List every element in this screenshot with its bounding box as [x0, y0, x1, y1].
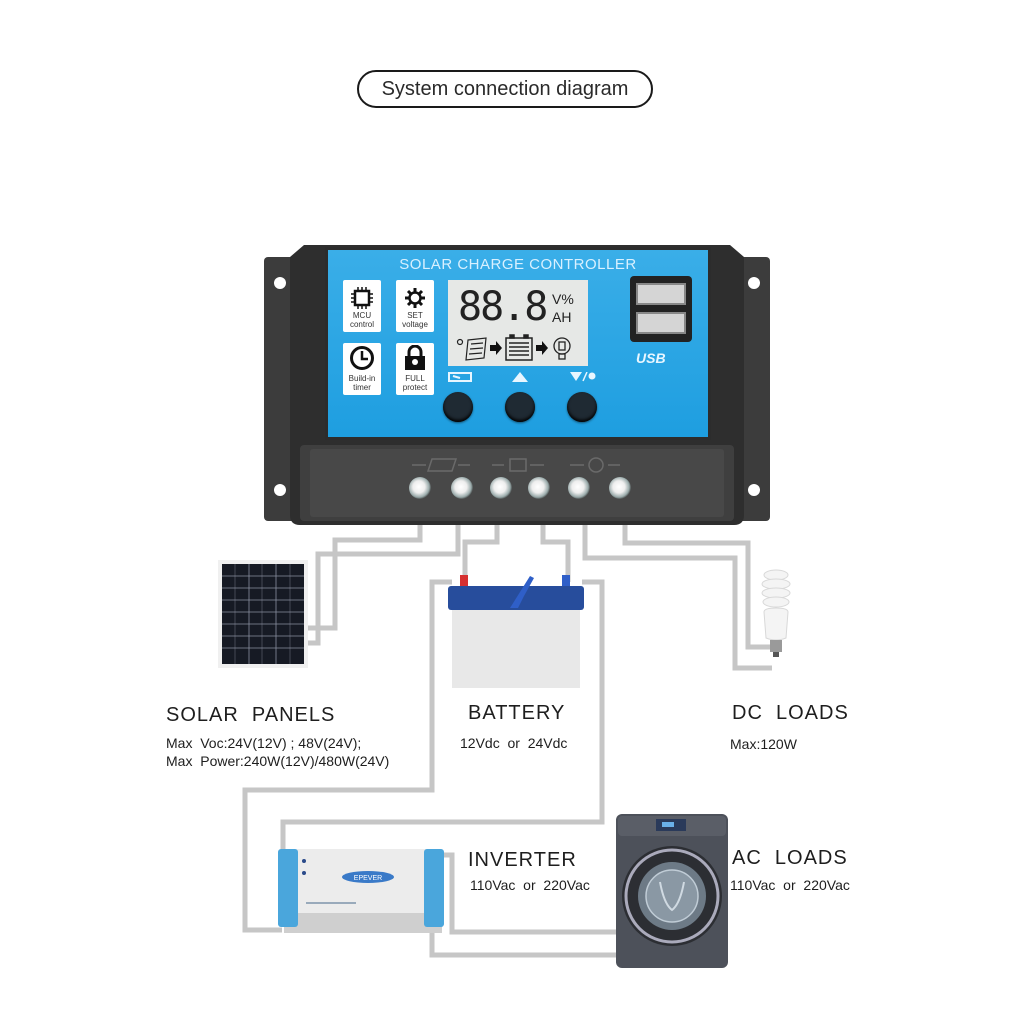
arrow-icon — [536, 341, 548, 355]
clock-icon — [350, 346, 374, 370]
wire-battery-negative — [540, 520, 571, 582]
battery-icon — [505, 334, 533, 361]
lcd-unit-top: V% — [552, 291, 574, 307]
solar-spec-voc: Max Voc:24V(12V) ; 48V(24V); — [166, 735, 362, 751]
cfl-bulb-icon — [761, 569, 791, 657]
down-light-button[interactable] — [567, 392, 597, 422]
wire-ac-2 — [429, 932, 616, 958]
wire-inverter-negative — [280, 579, 605, 855]
terminal-solar-negative — [451, 477, 473, 499]
sun-panel-icon — [456, 337, 487, 361]
menu-icon — [448, 372, 472, 382]
battery-spec: 12Vdc or 24Vdc — [460, 735, 568, 751]
lcd-display: 88.8 V% AH — [448, 280, 588, 366]
solar-panels-label: SOLAR PANELS — [166, 704, 336, 726]
terminal-load-negative — [609, 477, 631, 499]
feature-label: protect — [402, 383, 428, 392]
battery-label: BATTERY — [468, 702, 566, 724]
solar-panel-icon — [218, 560, 308, 668]
bulb-icon — [553, 337, 571, 360]
lcd-units: V% AH — [552, 290, 574, 326]
terminal-battery-positive — [490, 477, 512, 499]
usb-port-2 — [636, 312, 686, 334]
feature-label: control — [349, 320, 374, 329]
arrow-icon — [490, 341, 502, 355]
wire-battery-positive — [462, 520, 500, 582]
controller-faceplate: SOLAR CHARGE CONTROLLER MCU control SET … — [325, 247, 711, 440]
wire-solar-negative — [305, 520, 461, 646]
wire-load-positive — [622, 520, 772, 650]
inverter-spec: 110Vac or 220Vac — [470, 877, 590, 893]
lcd-digits: 88.8 — [458, 284, 548, 330]
inverter-brand: EPEVER — [354, 875, 382, 882]
wire-solar-positive — [305, 520, 423, 631]
usb-ports — [630, 276, 692, 342]
lcd-unit-bottom: AH — [552, 309, 572, 325]
feature-label: voltage — [402, 320, 428, 329]
feature-label: Build-in — [348, 374, 376, 383]
diagram-title: System connection diagram — [357, 70, 653, 108]
down-arrow-light-icon — [570, 372, 596, 382]
feature-label: FULL — [405, 374, 425, 383]
menu-button[interactable] — [443, 392, 473, 422]
inverter-label: INVERTER — [468, 849, 577, 871]
ac-loads-spec: 110Vac or 220Vac — [730, 877, 850, 893]
feature-build-in-timer: Build-in timer — [343, 343, 381, 395]
controller-heading: SOLAR CHARGE CONTROLLER — [399, 256, 637, 273]
up-arrow-icon — [512, 372, 528, 382]
battery-icon — [448, 575, 584, 688]
ac-loads-label: AC LOADS — [732, 847, 848, 869]
wire-inverter-positive — [242, 579, 452, 933]
usb-port-1 — [636, 283, 686, 305]
up-button[interactable] — [505, 392, 535, 422]
feature-set-voltage: SET voltage — [396, 280, 434, 332]
dc-loads-spec: Max:120W — [730, 736, 797, 752]
feature-label: timer — [353, 383, 371, 392]
terminal-load-positive — [568, 477, 590, 499]
feature-full-protect: FULL protect — [396, 343, 434, 395]
gear-icon — [405, 288, 425, 308]
feature-label: MCU — [352, 311, 372, 320]
terminal-battery-negative — [528, 477, 550, 499]
feature-label: SET — [407, 311, 423, 320]
terminal-solar-positive — [409, 477, 431, 499]
wire-ac-1 — [443, 852, 616, 935]
feature-mcu-control: MCU control — [343, 280, 381, 332]
lcd-flow-icons — [456, 334, 571, 361]
lock-icon — [405, 345, 425, 370]
usb-label: USB — [636, 350, 666, 366]
wire-load-negative — [582, 520, 772, 671]
solar-spec-power: Max Power:240W(12V)/480W(24V) — [166, 753, 390, 769]
chip-icon — [351, 287, 373, 309]
inverter-icon: EPEVER — [278, 849, 444, 933]
washing-machine-icon — [616, 814, 728, 968]
dc-loads-label: DC LOADS — [732, 702, 849, 724]
